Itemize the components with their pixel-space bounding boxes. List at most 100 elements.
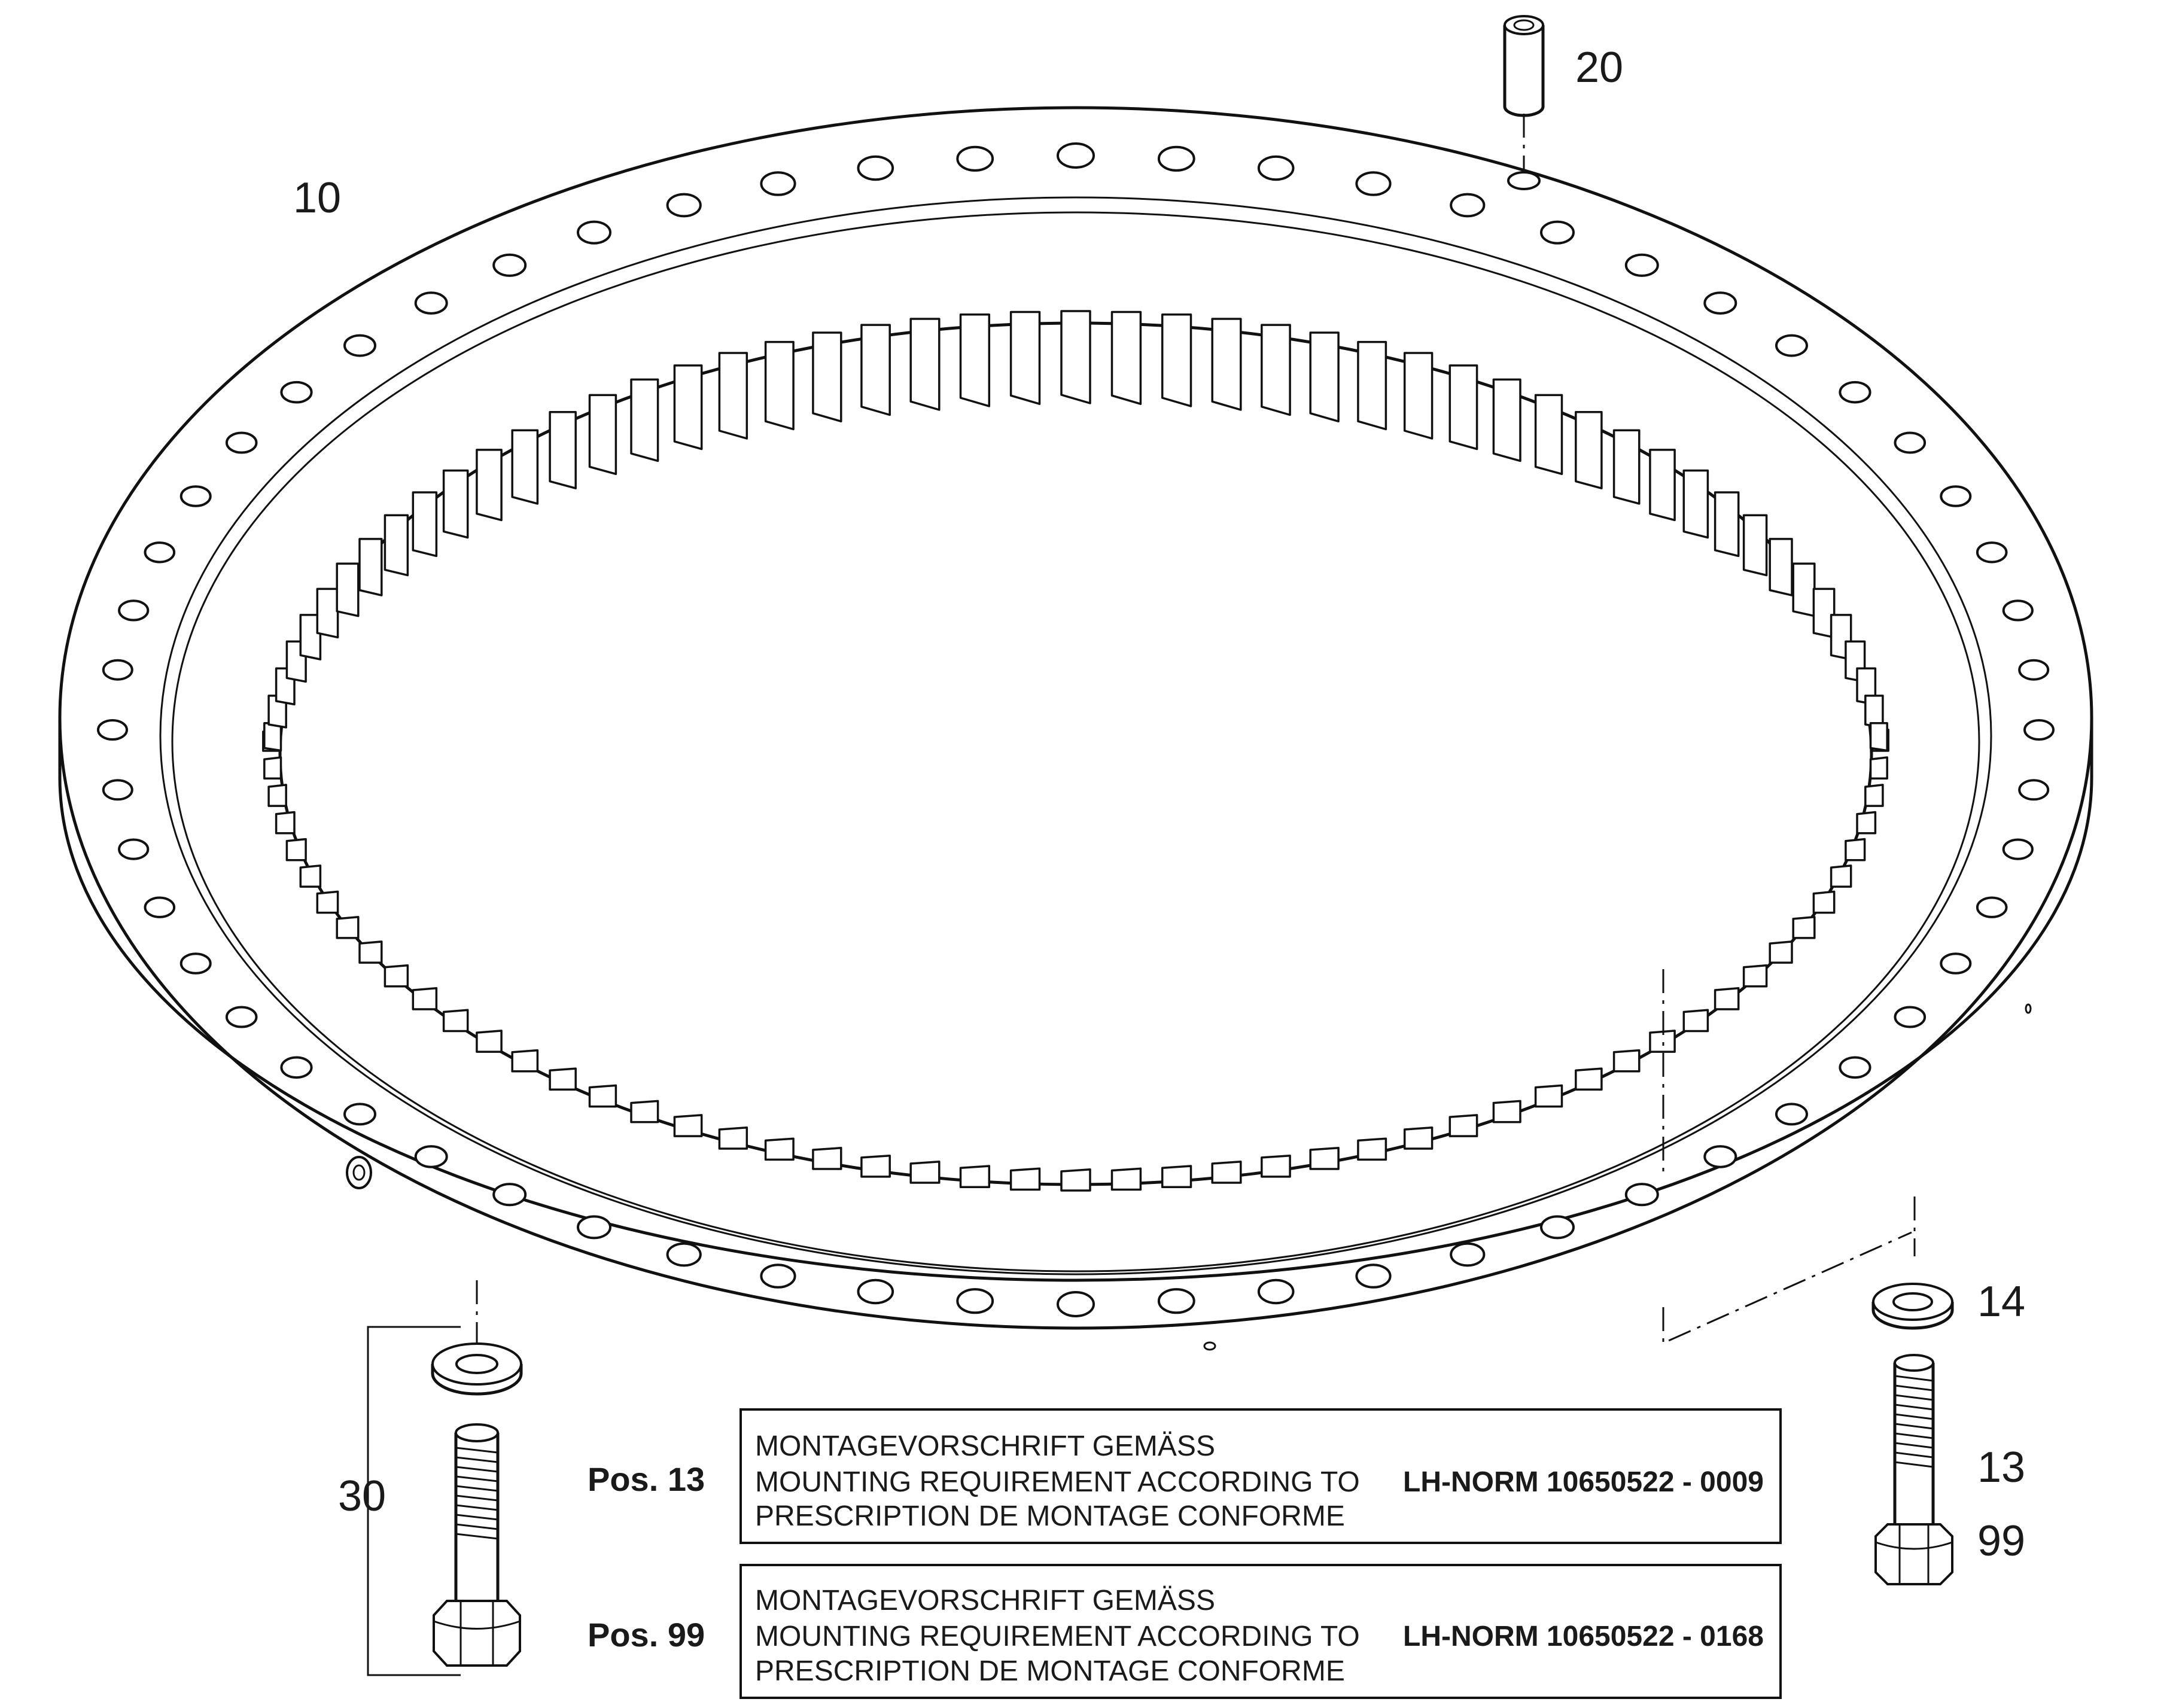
gear-tooth <box>384 964 409 988</box>
mounting-hole <box>343 1103 376 1126</box>
thread-line <box>1894 1423 1934 1430</box>
gear-tooth <box>1649 449 1676 522</box>
mounting-hole <box>118 599 150 622</box>
thread-line <box>455 1533 498 1540</box>
mounting-hole <box>280 1056 313 1079</box>
gear-tooth <box>511 429 539 505</box>
gear-tooth <box>412 491 438 558</box>
gear-tooth <box>909 318 941 411</box>
gear-tooth <box>718 352 748 440</box>
note-norm: LH-NORM 10650522 - 0009 <box>1403 1466 1764 1498</box>
mounting-hole <box>1450 193 1486 218</box>
thread-line <box>455 1485 498 1492</box>
gear-tooth <box>1309 1147 1340 1170</box>
bolt-right <box>1874 1354 1953 1585</box>
thread-line <box>455 1466 498 1473</box>
gear-tooth <box>1612 1049 1641 1073</box>
gear-tooth <box>764 1137 795 1161</box>
gear-tooth <box>1448 1114 1478 1137</box>
mounting-hole <box>1940 952 1972 975</box>
gear-tooth <box>267 784 287 807</box>
mounting-hole <box>1540 1215 1575 1240</box>
mounting-hole <box>1057 142 1095 169</box>
mounting-hole <box>144 896 176 918</box>
mounting-hole <box>179 952 212 975</box>
gear-tooth <box>1110 310 1142 405</box>
thread-line <box>455 1447 498 1454</box>
note-line-en: MOUNTING REQUIREMENT ACCORDING TO <box>755 1466 1360 1498</box>
callout-bolt-right-a: 13 <box>1977 1444 2025 1491</box>
mounting-hole <box>492 1183 527 1207</box>
gear-tooth <box>1864 784 1884 807</box>
mounting-hole <box>1894 431 1927 454</box>
gear-tooth <box>1612 429 1641 505</box>
thread-line <box>455 1514 498 1521</box>
gear-tooth <box>1161 1165 1192 1188</box>
gear-tooth <box>384 514 409 577</box>
mounting-hole <box>857 1278 894 1305</box>
mounting-hole <box>179 485 212 507</box>
mounting-hole <box>760 171 796 196</box>
gear-tooth <box>1869 756 1888 780</box>
gear-tooth <box>1714 491 1740 558</box>
gear-tooth <box>285 838 307 861</box>
gear-tooth <box>1357 1137 1387 1161</box>
gear-tooth <box>1792 562 1816 617</box>
mounting-hole <box>1257 1278 1295 1305</box>
gear-tooth <box>1261 324 1291 416</box>
mounting-note-pos13: Pos. 13 MONTAGEVORSCHRIFT GEMÄSS MOUNTIN… <box>588 1408 1782 1544</box>
mounting-hole <box>666 1242 702 1267</box>
mounting-hole <box>1157 1288 1195 1314</box>
note-pos-label: Pos. 13 <box>588 1460 705 1498</box>
thread-line <box>1894 1384 1934 1392</box>
gear-tooth <box>476 449 503 522</box>
gear-tooth <box>1682 469 1709 539</box>
gear-tooth <box>1403 352 1434 440</box>
gear-tooth <box>959 1165 991 1188</box>
note-line-fr: PRESCRIPTION DE MONTAGE CONFORME <box>755 1500 1345 1532</box>
mounting-note-pos99: Pos. 99 MONTAGEVORSCHRIFT GEMÄSS MOUNTIN… <box>588 1564 1782 1699</box>
left-bolt-assembly <box>367 1280 523 1676</box>
gear-tooth <box>630 378 659 462</box>
bolt-left <box>433 1423 521 1667</box>
right-bolt-assembly <box>1662 969 1954 1585</box>
note-line-de: MONTAGEVORSCHRIFT GEMÄSS <box>755 1430 1215 1462</box>
gear-tooth <box>1060 310 1091 404</box>
gear-tooth <box>1261 1154 1291 1178</box>
mounting-hole <box>1057 1291 1095 1317</box>
gear-tooth <box>1403 1127 1434 1150</box>
callout-plug: 20 <box>1575 44 1623 92</box>
callout-bolt-right-b: 99 <box>1977 1517 2025 1565</box>
mounting-hole <box>1839 380 1871 404</box>
mounting-hole <box>414 291 448 315</box>
thread-line <box>1894 1442 1934 1449</box>
gear-tooth <box>764 340 795 431</box>
mounting-hole <box>760 1264 796 1289</box>
mounting-hole <box>577 1215 611 1240</box>
mounting-hole <box>1976 541 2008 564</box>
mounting-hole <box>1940 485 1972 507</box>
mounting-hole <box>1450 1242 1486 1267</box>
gear-tooth <box>1792 915 1816 939</box>
gear-tooth <box>511 1049 539 1073</box>
mounting-hole <box>102 779 133 801</box>
ring-outer-top-edge <box>58 106 2093 1330</box>
note-line-de: MONTAGEVORSCHRIFT GEMÄSS <box>755 1585 1215 1616</box>
mounting-hole <box>1839 1056 1871 1079</box>
mounting-hole <box>2023 719 2055 741</box>
mounting-hole <box>2018 779 2050 801</box>
washer-left <box>431 1342 523 1396</box>
mounting-hole <box>1624 1183 1659 1207</box>
gear-tooth <box>299 614 322 660</box>
slewing-ring <box>58 106 2093 1351</box>
ring-outer-bottom-edge <box>58 777 2093 1282</box>
gear-tooth <box>1769 940 1793 964</box>
thread-line <box>1894 1451 1934 1459</box>
gear-tooth <box>1742 514 1768 577</box>
gear-tooth <box>1009 1167 1041 1191</box>
gear-tooth <box>316 890 339 914</box>
gear-tooth <box>549 410 577 489</box>
thread-line <box>1894 1432 1934 1439</box>
mounting-hole <box>1775 1103 1808 1126</box>
ring-inner-step-edge <box>159 196 1992 1275</box>
